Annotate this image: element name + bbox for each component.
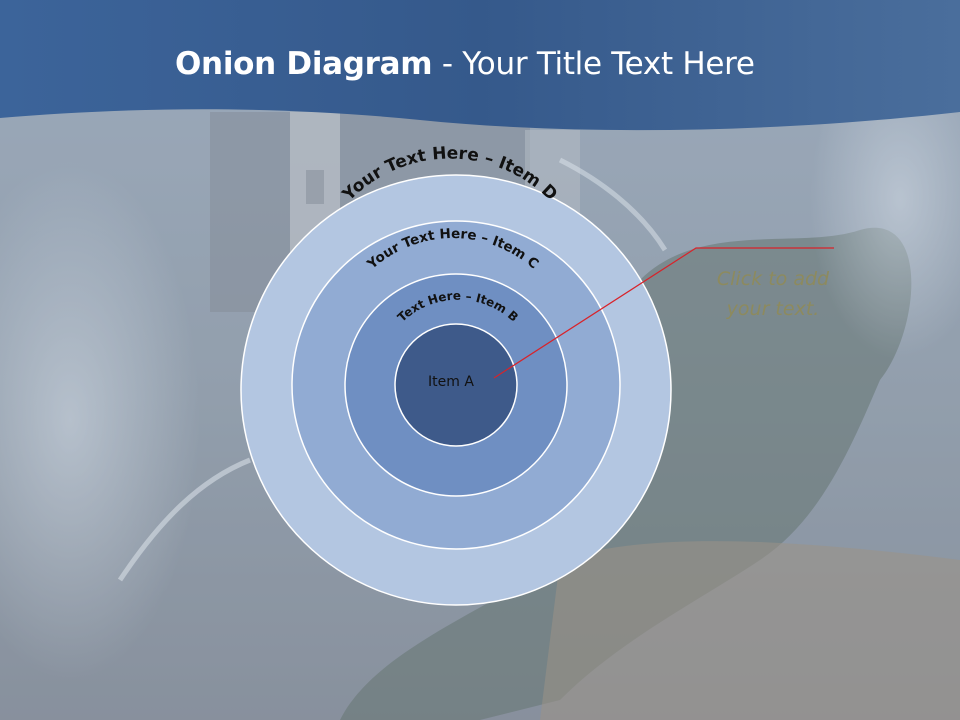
water-jet-top bbox=[558, 157, 668, 252]
water-jet bbox=[117, 457, 251, 582]
slide-title[interactable]: Onion Diagram - Your Title Text Here bbox=[175, 46, 755, 82]
fountain-basin bbox=[540, 541, 960, 720]
title-rest-part: - Your Title Text Here bbox=[432, 46, 755, 82]
callout-text-placeholder[interactable]: Click to add your text. bbox=[680, 264, 866, 324]
callout-line bbox=[493, 247, 834, 379]
statue-shape bbox=[340, 227, 912, 720]
title-bold-part: Onion Diagram bbox=[175, 46, 433, 82]
callout-line-1: Click to add bbox=[716, 268, 830, 290]
core-label: Item A bbox=[428, 374, 474, 390]
tower-window bbox=[306, 170, 324, 204]
water-spray-left bbox=[0, 160, 200, 680]
header-band bbox=[0, 0, 960, 131]
callout-line-2: your text. bbox=[726, 298, 820, 320]
core-item-a[interactable] bbox=[394, 323, 518, 447]
